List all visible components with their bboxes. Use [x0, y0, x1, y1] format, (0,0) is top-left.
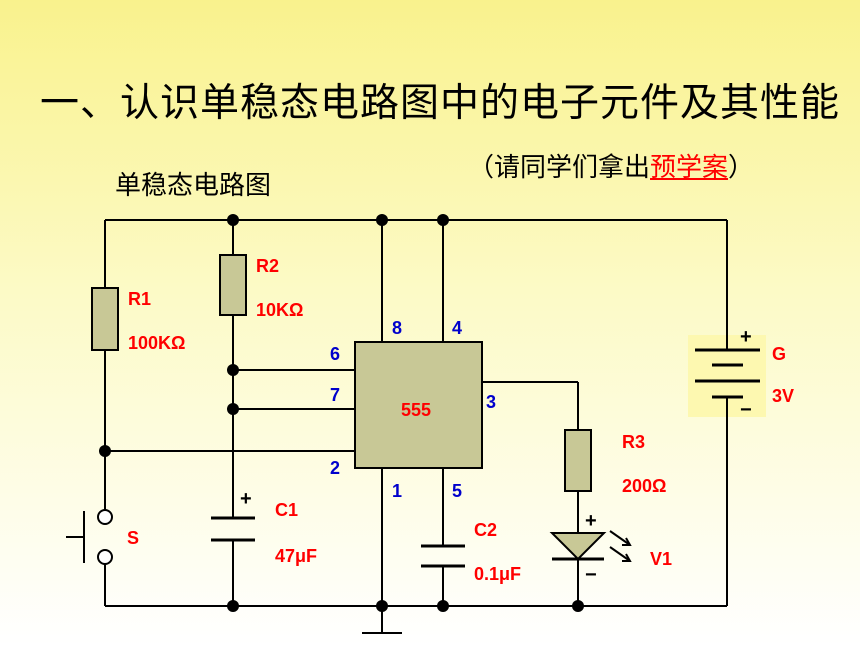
r3-name: R3	[622, 432, 645, 452]
pin-4: 4	[452, 318, 462, 338]
resistor-r2	[219, 254, 247, 316]
r2-value: 10KΩ	[256, 300, 303, 320]
c2-value: 0.1μF	[474, 564, 521, 584]
pin-5: 5	[452, 481, 462, 501]
r1-value: 100KΩ	[128, 333, 185, 353]
subtitle-highlight: 预学案	[650, 153, 729, 183]
capacitor-c1	[211, 516, 255, 542]
r3-value: 200Ω	[622, 476, 666, 496]
pin-6: 6	[330, 344, 340, 364]
polarity-marks: + + − + −	[240, 326, 752, 586]
subtitle-open: （请同学们拿出	[468, 153, 651, 183]
c1-plus: +	[240, 488, 252, 510]
led-plus: +	[585, 510, 597, 532]
wires	[104, 219, 728, 634]
resistor-r3	[564, 429, 592, 492]
c2-name: C2	[474, 520, 497, 540]
battery-g	[695, 348, 760, 399]
resistor-r1	[91, 287, 119, 351]
capacitor-c2	[421, 544, 465, 568]
diagram-label: 单稳态电路图	[115, 171, 272, 201]
subtitle-close: ）	[728, 153, 755, 183]
battery-name: G	[772, 344, 786, 364]
ic-555-chip	[354, 341, 483, 469]
battery-minus: −	[740, 399, 752, 421]
c1-value: 47μF	[275, 546, 317, 566]
led-v1	[549, 530, 632, 562]
pin-8: 8	[392, 318, 402, 338]
battery-plus: +	[740, 326, 752, 348]
component-labels: R1 100KΩ R2 10KΩ R3 200Ω C1 47μF C2 0.1μ…	[127, 256, 794, 584]
r2-name: R2	[256, 256, 279, 276]
led-name: V1	[650, 549, 672, 569]
pin-7: 7	[330, 385, 340, 405]
pin-2: 2	[330, 458, 340, 478]
push-switch	[66, 509, 113, 565]
pin-numbers: 8 4 6 7 3 2 1 5	[330, 318, 496, 501]
battery-value: 3V	[772, 386, 794, 406]
switch-name: S	[127, 528, 139, 548]
page-title: 一、认识单稳态电路图中的电子元件及其性能	[40, 81, 841, 126]
pin-1: 1	[392, 481, 402, 501]
c1-name: C1	[275, 500, 298, 520]
junction-dots	[99, 214, 584, 612]
r1-name: R1	[128, 289, 151, 309]
ic-label: 555	[401, 400, 431, 420]
subtitle: （请同学们拿出预学案）	[468, 147, 754, 184]
led-minus: −	[585, 564, 597, 586]
pin-3: 3	[486, 392, 496, 412]
